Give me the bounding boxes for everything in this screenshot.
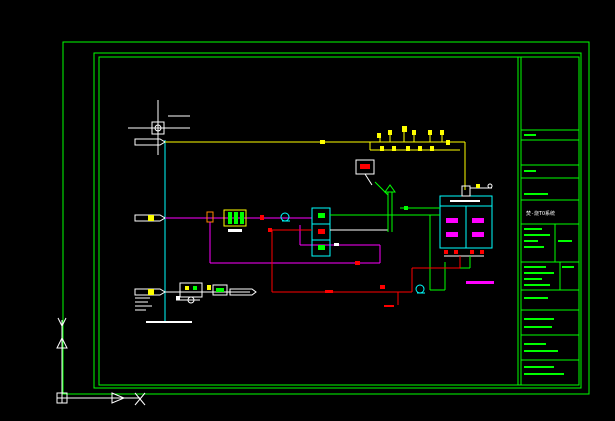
middle-frame xyxy=(93,52,582,389)
title-block: 焚-烧TO系统 xyxy=(517,57,579,385)
fan-icon xyxy=(280,212,290,222)
scrubber-tower xyxy=(311,207,388,257)
top-yellow-pipe xyxy=(165,126,466,190)
inner-frame xyxy=(98,56,580,386)
crosshair-cursor xyxy=(128,100,190,155)
bottom-pipe xyxy=(165,282,257,304)
inlet-arrows xyxy=(134,138,192,323)
exhaust-stack xyxy=(374,181,396,232)
outer-frame xyxy=(62,41,590,395)
middle-magenta-pipe xyxy=(165,209,381,264)
control-box xyxy=(355,159,375,186)
ucs-axis-icon xyxy=(56,317,146,406)
green-piping xyxy=(330,206,471,291)
title-block-heading: 焚-烧TO系统 xyxy=(526,210,555,217)
pipe-arrow-icon xyxy=(229,288,257,296)
red-loop-pipe xyxy=(268,228,461,307)
incinerator-unit xyxy=(439,183,494,284)
